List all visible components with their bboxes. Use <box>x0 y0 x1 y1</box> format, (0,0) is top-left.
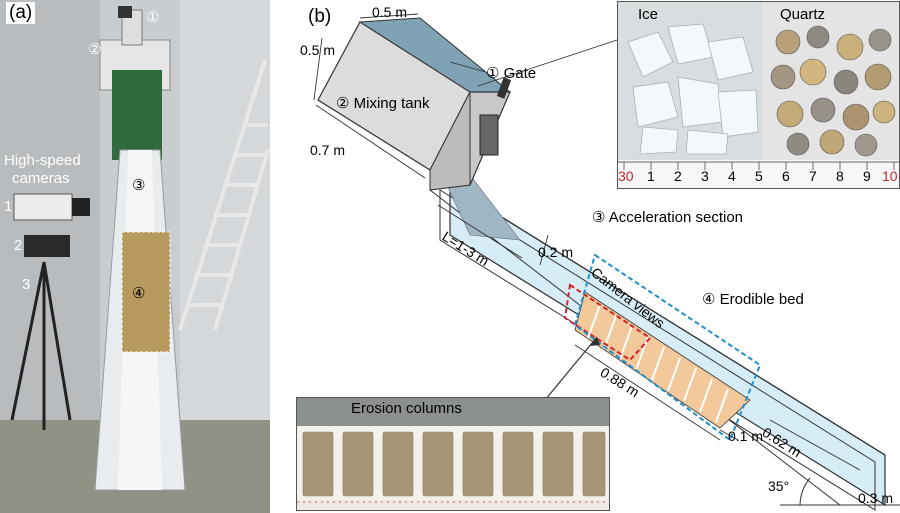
panel-a-tag: (a) <box>6 2 36 24</box>
ruler-number: 9 <box>863 168 871 184</box>
ruler-number: 7 <box>809 168 817 184</box>
ruler-number: 5 <box>755 168 763 184</box>
ruler-number: 6 <box>782 168 790 184</box>
camera-number-2: 2 <box>14 237 23 254</box>
ice-quartz-inset: Ice Quartz 30 1 2 3 4 5 6 7 8 9 10 <box>617 1 900 189</box>
photo-marker-gate: ① <box>146 9 160 26</box>
ruler-number: 4 <box>728 168 736 184</box>
experiment-photo: (a) ① ② ③ ④ High-speed cameras 1 2 3 <box>0 0 270 513</box>
erosion-drawing <box>297 398 609 510</box>
erodible-bed-label: ④ Erodible bed <box>702 291 804 308</box>
camera-number-1: 1 <box>4 198 13 215</box>
acceleration-section-label: ③ Acceleration section <box>592 209 744 226</box>
dim-tank-width: 0.5 m <box>372 4 408 20</box>
schematic-drawing <box>313 13 900 511</box>
photo-marker-tank: ② <box>88 41 102 58</box>
photo-drawing <box>0 0 270 513</box>
ruler-number: 2 <box>674 168 682 184</box>
ruler-number: 3 <box>701 168 709 184</box>
ice-label: Ice <box>638 6 659 23</box>
ruler-number: 1 <box>647 168 655 184</box>
dim-bed-width: 0.1 m <box>728 428 764 444</box>
inset-drawing <box>618 2 899 188</box>
flume-schematic: (b) 0.5 m 0.5 m 0.7 m ① Gate ② Mixing ta… <box>270 0 900 513</box>
quartz-label: Quartz <box>780 6 826 23</box>
photo-marker-bed: ④ <box>132 285 146 302</box>
dim-flume-height: 0.2 m <box>538 244 574 260</box>
gate-label: ① Gate <box>486 65 537 82</box>
dim-tank-length: 0.7 m <box>310 142 346 158</box>
camera-view-blue <box>573 253 762 442</box>
ruler-number: 30 <box>618 168 634 184</box>
cameras-label-line1: High-speed <box>4 152 81 169</box>
photo-marker-acceleration: ③ <box>132 177 146 194</box>
erosion-columns-label: Erosion columns <box>351 400 462 417</box>
slope-angle: 35° <box>768 478 790 494</box>
dim-base: 0.3 m <box>858 490 894 506</box>
cameras-label-line2: cameras <box>12 170 70 187</box>
camera-number-3: 3 <box>22 276 31 293</box>
ruler-number: 10 <box>882 168 898 184</box>
dim-tank-height: 0.5 m <box>300 42 336 58</box>
panel-b-tag: (b) <box>308 6 332 27</box>
ruler-numbers: 30 1 2 3 4 5 6 7 8 9 10 <box>618 168 899 186</box>
erosion-columns-inset: Erosion columns <box>296 397 610 511</box>
ruler-number: 8 <box>836 168 844 184</box>
mixing-tank-label: ② Mixing tank <box>336 95 430 112</box>
